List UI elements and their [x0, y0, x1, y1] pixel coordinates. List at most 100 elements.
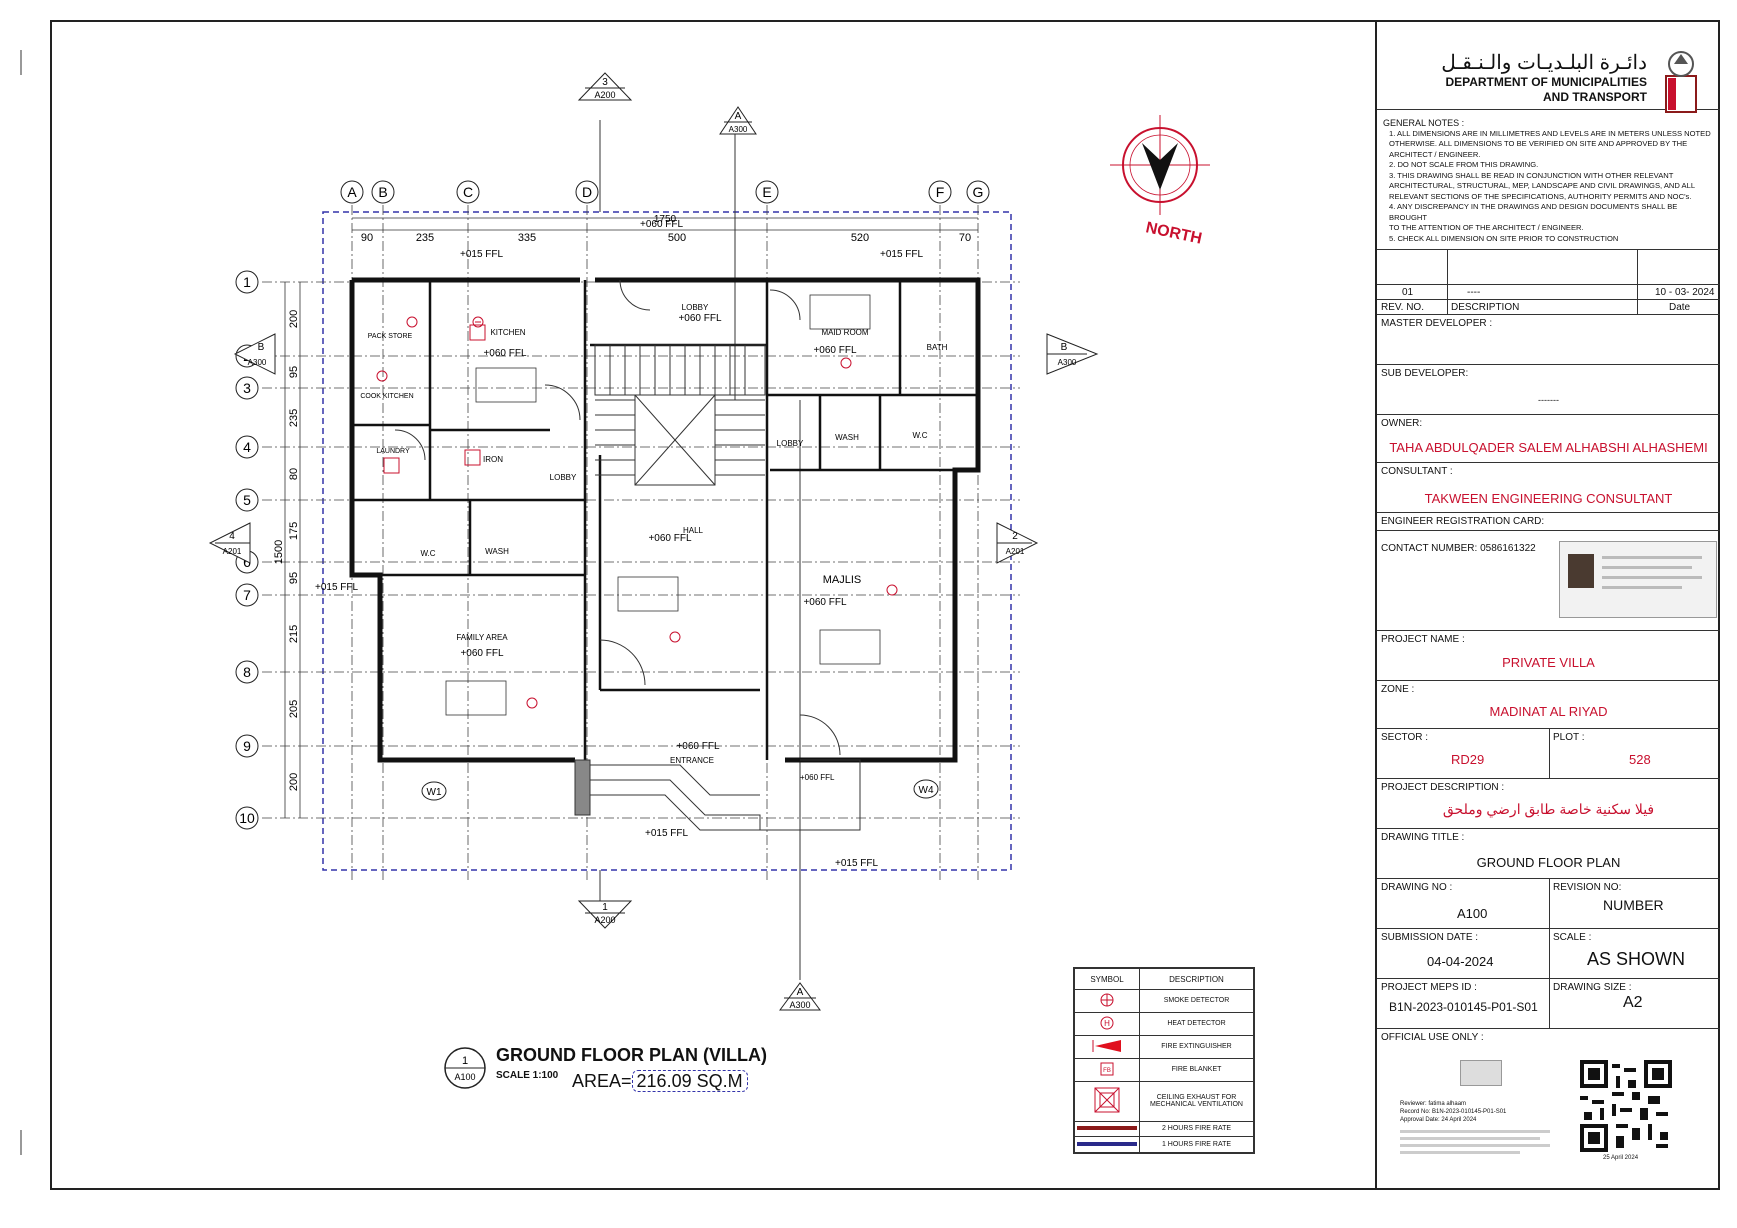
area-value: 216.09 SQ.M	[631, 1070, 748, 1092]
section-marker-right-b: B A300	[1046, 333, 1099, 375]
svg-text:4: 4	[229, 531, 235, 542]
room-label-entrance: ENTRANCE	[670, 756, 714, 765]
room-label-lobby2: LOBBY	[550, 473, 577, 482]
fire-rate-2h-icon	[1077, 1125, 1137, 1130]
svg-text:A: A	[735, 111, 742, 122]
dim-top-6: 70	[959, 232, 971, 244]
floor-plan: W1 W4 A B C D E F G 1 2 3 4 5 6 7 8 9 10…	[208, 72, 1210, 1011]
dept-arabic-name: دائـرة البلـديـات والـنـقـل	[1441, 52, 1647, 74]
dim-left-1: 200	[288, 310, 300, 328]
heat-detector-icon: H	[1100, 1016, 1114, 1030]
level-tag: +060 FFL	[800, 773, 835, 782]
svg-text:A300: A300	[1058, 358, 1077, 367]
grid-label-e: E	[762, 184, 771, 200]
revision-blank-row	[1377, 250, 1720, 285]
room-label-maid: MAID ROOM	[821, 328, 868, 337]
room-label-pack-store: PACK STORE	[368, 333, 413, 340]
section-marker-bottom-a: A A300	[779, 982, 821, 1011]
grid-label-d: D	[582, 184, 592, 200]
legend-label: 2 HOURS FIRE RATE	[1139, 1120, 1254, 1138]
submission-scale: SUBMISSION DATE : 04-04-2024 SCALE : AS …	[1377, 929, 1720, 979]
svg-text:B: B	[1061, 342, 1068, 353]
room-level: +060 FFL	[676, 741, 720, 752]
section-marker-left-b: B A300	[233, 333, 276, 375]
legend-label: 1 HOURS FIRE RATE	[1139, 1136, 1254, 1153]
grid-label-8: 8	[243, 664, 251, 680]
section-marker-bottom-1: 1 A200	[577, 900, 633, 929]
revision-header: REV. NO. DESCRIPTION Date	[1377, 300, 1720, 315]
level-tag: +015 FFL	[315, 582, 359, 593]
title-block: دائـرة البلـديـات والـنـقـل DEPARTMENT O…	[1375, 20, 1720, 1190]
room-level: +060 FFL	[483, 348, 527, 359]
room-label-wc2: W.C	[420, 549, 435, 558]
registration-mark	[20, 1130, 22, 1155]
grid-label-9: 9	[243, 738, 251, 754]
logo-area: دائـرة البلـديـات والـنـقـل DEPARTMENT O…	[1377, 20, 1720, 113]
sector-plot: SECTOR : RD29 PLOT : 528	[1377, 729, 1720, 779]
room-level: +060 FFL	[803, 597, 847, 608]
revision-row: 01 ---- 10 - 03- 2024	[1377, 285, 1720, 300]
drawing-title: DRAWING TITLE : GROUND FLOOR PLAN	[1377, 829, 1720, 879]
svg-text:A200: A200	[594, 915, 615, 925]
window-tag-w1: W1	[427, 787, 442, 798]
room-label-wash2: WASH	[485, 547, 509, 556]
consultant: CONSULTANT : TAKWEEN ENGINEERING CONSULT…	[1377, 463, 1720, 513]
sub-developer: SUB DEVELOPER: -------	[1377, 365, 1720, 415]
svg-text:1: 1	[462, 1055, 468, 1067]
dim-left-overall: 1500	[273, 540, 285, 564]
section-marker-left-4: 4 A201	[208, 522, 251, 564]
project-name: PROJECT NAME : PRIVATE VILLA	[1377, 631, 1720, 681]
approval-stamp: Reviewer: fatima alhaam Record No: B1N-2…	[1400, 1060, 1570, 1154]
dim-left-7: 215	[288, 625, 300, 643]
svg-text:A200: A200	[594, 90, 615, 100]
level-tag: +015 FFL	[460, 249, 504, 260]
project-description: PROJECT DESCRIPTION : فيلا سكنية خاصة طا…	[1377, 779, 1720, 829]
dim-overall: 1750	[654, 214, 677, 225]
grid-label-7: 7	[243, 587, 251, 603]
room-level: +060 FFL	[813, 345, 857, 356]
ceiling-exhaust-icon	[383, 324, 486, 474]
grid-label-4: 4	[243, 439, 251, 455]
legend-label: CEILING EXHAUST FOR MECHANICAL VENTILATI…	[1139, 1080, 1254, 1122]
ceiling-exhaust-icon	[1094, 1087, 1120, 1113]
section-marker-right-2: 2 A201	[996, 522, 1039, 564]
svg-text:H: H	[1104, 1019, 1110, 1028]
meps-size: PROJECT MEPS ID : B1N-2023-010145-P01-S0…	[1377, 979, 1720, 1029]
smoke-detector-icon	[1100, 993, 1114, 1007]
room-label-lobby: LOBBY	[682, 303, 709, 312]
grid-label-g: G	[973, 184, 984, 200]
svg-text:2: 2	[1012, 531, 1018, 542]
grid-label-1: 1	[243, 274, 251, 290]
room-label-kitchen: KITCHEN	[490, 328, 525, 337]
fire-extinguisher-icon	[1092, 1039, 1121, 1052]
dim-left-5: 175	[288, 522, 300, 540]
plot-boundary	[322, 211, 1012, 871]
emblem-icon	[1665, 51, 1697, 113]
view-bubble-icon: 1 A100	[444, 1047, 486, 1089]
legend-label: FIRE EXTINGUISHER	[1139, 1034, 1254, 1059]
svg-text:3: 3	[602, 77, 608, 88]
window-tag-w4: W4	[919, 785, 934, 796]
grid-label-b: B	[378, 184, 387, 200]
level-tag: +060 FFL	[640, 219, 684, 230]
heat-detector-icon	[472, 316, 484, 328]
qr-code-icon[interactable]	[1580, 1060, 1672, 1152]
svg-text:A201: A201	[1006, 547, 1025, 556]
svg-text:B: B	[258, 342, 265, 353]
room-label-hall: HALL	[683, 526, 704, 535]
dim-left-8: 205	[288, 700, 300, 718]
dim-top-3: 335	[518, 232, 536, 244]
svg-text:A100: A100	[454, 1072, 475, 1082]
grid-label-10: 10	[239, 810, 255, 826]
drawing-frame	[50, 20, 1720, 1190]
room-label-majlis: MAJLIS	[823, 574, 862, 586]
master-developer: MASTER DEVELOPER :	[1377, 315, 1720, 365]
room-level: +060 FFL	[460, 648, 504, 659]
svg-text:A201: A201	[223, 547, 242, 556]
room-level: +060 FFL	[678, 313, 722, 324]
interior-walls	[352, 280, 978, 760]
fire-blanket-icon: FB	[1100, 1062, 1114, 1076]
level-tag: +015 FFL	[835, 858, 879, 869]
